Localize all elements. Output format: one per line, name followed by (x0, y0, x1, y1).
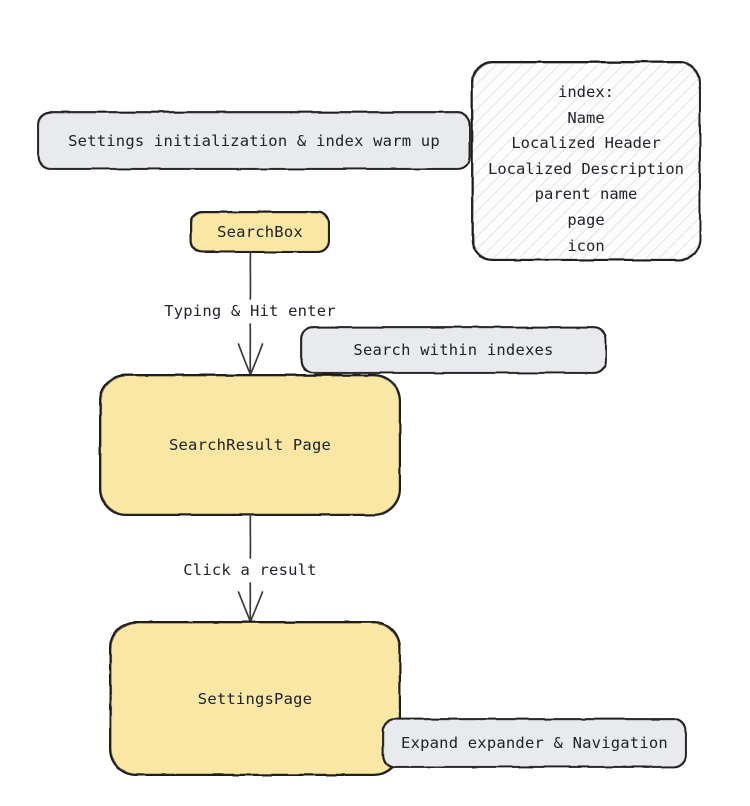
node-expander-note-shape (382, 718, 687, 768)
searchbox-node[interactable] (191, 212, 329, 252)
settings-page-node[interactable] (110, 622, 400, 775)
edge-click-connector (237, 514, 264, 623)
node-searchbox-shape[interactable] (190, 211, 330, 253)
node-settingspage-shape[interactable] (109, 621, 401, 776)
edge-typing-connector (237, 251, 264, 376)
node-init-note-shape (37, 111, 471, 170)
node-index-note-shape (471, 61, 701, 261)
searchresult-page-node[interactable] (100, 375, 400, 515)
node-search-indexes-note-shape (300, 326, 607, 374)
